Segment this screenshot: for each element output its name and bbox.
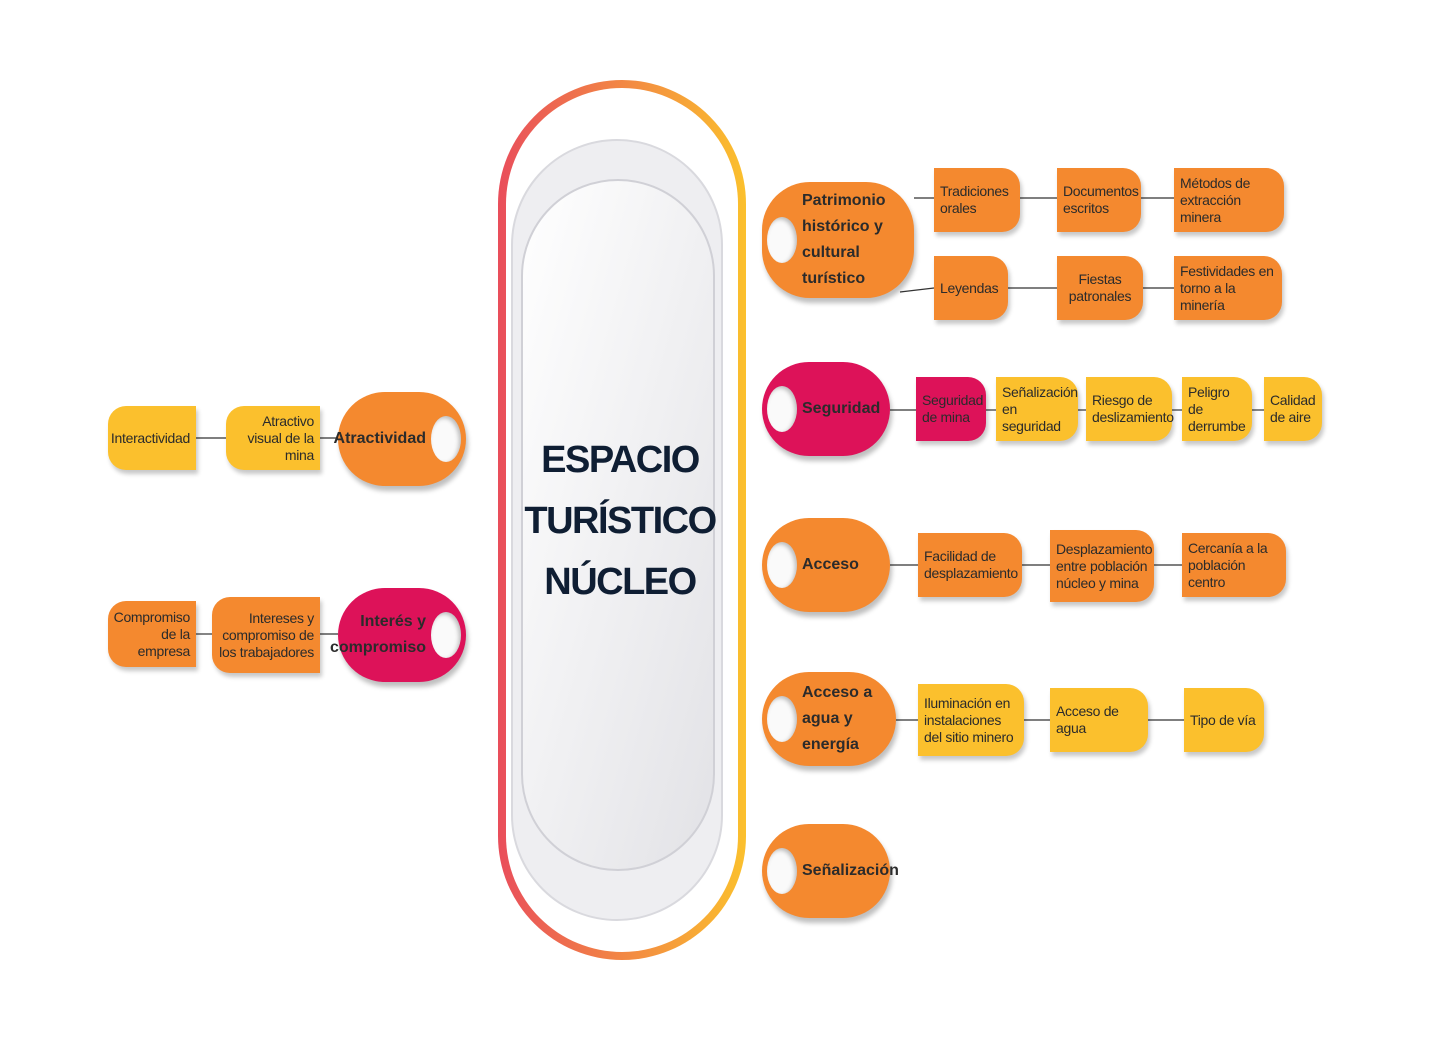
branch-seguridad[interactable]: Seguridad — [762, 362, 890, 456]
branch-label: Señalización — [802, 862, 899, 879]
knob-icon — [767, 696, 797, 742]
branch-senalizacion[interactable]: Señalización — [762, 824, 899, 918]
knob-icon — [767, 386, 797, 432]
node-facilidad-desplazamiento[interactable]: Facilidad de desplazamiento — [918, 533, 1022, 597]
connector-line — [899, 287, 935, 293]
node-peligro-derrumbe[interactable]: Peligro de derrumbe — [1182, 377, 1252, 441]
node-atractivo-visual[interactable]: Atractivo visual de la mina — [226, 406, 320, 470]
branch-atractividad[interactable]: Atractividad — [334, 392, 466, 486]
knob-icon — [767, 542, 797, 588]
node-seguridad-mina[interactable]: Seguridad de mina — [916, 377, 986, 441]
node-cercania-poblacion[interactable]: Cercanía a la población centro — [1182, 533, 1286, 597]
node-leyendas[interactable]: Leyendas — [934, 256, 1008, 320]
branch-label: Seguridad — [802, 400, 881, 417]
knob-icon — [431, 416, 461, 462]
center-core — [521, 179, 715, 871]
node-riesgo-deslizamiento[interactable]: Riesgo de deslizamiento — [1086, 377, 1174, 441]
branch-label: Interés y compromiso — [329, 613, 426, 656]
node-calidad-aire[interactable]: Calidad de aire — [1264, 377, 1322, 441]
node-acceso-agua[interactable]: Acceso de agua — [1050, 688, 1148, 752]
node-compromiso-empresa[interactable]: Compromiso de la empresa — [108, 601, 196, 667]
node-interactividad[interactable]: Interactividad — [108, 406, 196, 470]
node-fiestas-patronales[interactable]: Fiestas patronales — [1057, 256, 1143, 320]
center-title-line-2: TURÍSTICO — [524, 500, 717, 542]
center-title-line-1: ESPACIO — [541, 439, 700, 481]
node-intereses-trabajadores[interactable]: Intereses y compromiso de los trabajador… — [212, 597, 320, 673]
node-iluminacion[interactable]: Iluminación en instalaciones del sitio m… — [918, 684, 1024, 756]
branch-interes-compromiso[interactable]: Interés y compromiso — [330, 588, 466, 682]
branch-label: Acceso — [802, 556, 859, 573]
node-documentos-escritos[interactable]: Documentos escritos — [1057, 168, 1141, 232]
node-desplazamiento-poblacion[interactable]: Desplazamiento entre población núcleo y … — [1050, 530, 1154, 602]
branch-label: Acceso a agua y energía — [802, 684, 873, 753]
branch-patrimonio[interactable]: Patrimonio histórico y cultural turístic… — [762, 182, 914, 298]
center-title: ESPACIO TURÍSTICO NÚCLEO — [520, 430, 720, 613]
knob-icon — [767, 217, 797, 263]
branch-acceso[interactable]: Acceso — [762, 518, 890, 612]
node-tradiciones-orales[interactable]: Tradiciones orales — [934, 168, 1020, 232]
node-tipo-via[interactable]: Tipo de vía — [1184, 688, 1264, 752]
knob-icon — [767, 848, 797, 894]
branch-label: Atractividad — [333, 430, 426, 447]
center-title-line-3: NÚCLEO — [544, 561, 697, 603]
node-senalizacion-seguridad[interactable]: Señalización en seguridad — [996, 377, 1078, 441]
branch-label: Patrimonio histórico y cultural turístic… — [802, 192, 886, 287]
knob-icon — [431, 612, 461, 658]
node-metodos-extraccion[interactable]: Métodos de extracción minera — [1174, 168, 1284, 232]
node-festividades[interactable]: Festividades en torno a la minería — [1174, 256, 1282, 320]
branch-agua-energia[interactable]: Acceso a agua y energía — [762, 672, 896, 766]
